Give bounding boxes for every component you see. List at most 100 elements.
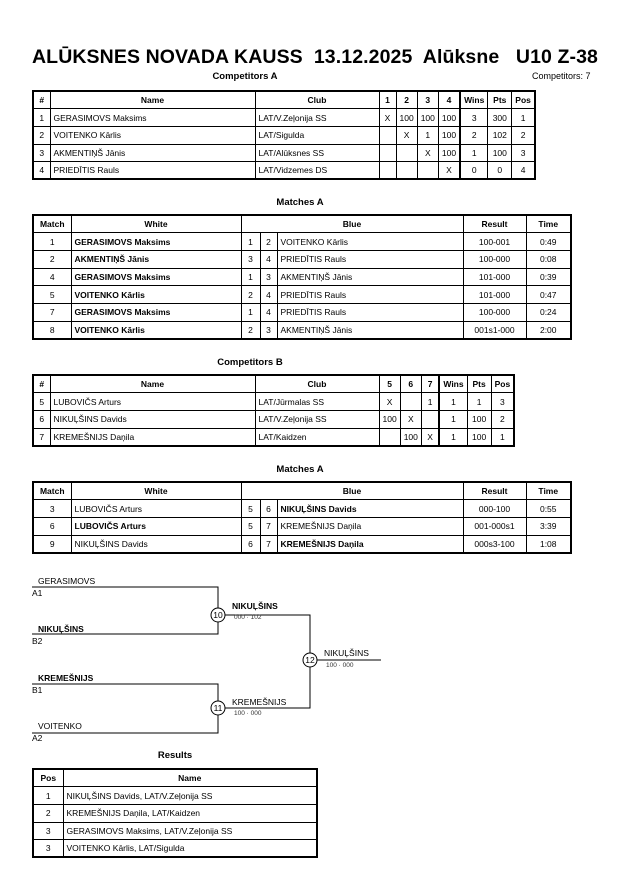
cell-wins: 1 (438, 427, 468, 447)
cell-result: 100 (437, 108, 461, 127)
col-name: Name (49, 90, 256, 110)
cell-result: 1 (416, 125, 439, 145)
match-12-score: 100 · 000 (326, 662, 354, 669)
cell-white: AKMENTIŅŠ Jānis (70, 249, 242, 269)
cell-result (416, 161, 439, 180)
cell-pos: 3 (32, 839, 64, 858)
cell-match: 5 (32, 285, 72, 304)
cell-blue: AKMENTIŅŠ Jānis (276, 267, 464, 287)
cell-white: LUBOVIČS Arturs (70, 516, 242, 536)
cell-num: 6 (32, 409, 51, 429)
matches-b-header-row: Match White Blue Result Time (32, 481, 572, 501)
cell-pts: 100 (466, 427, 492, 447)
cell-white: GERASIMOVS Maksims (70, 267, 242, 287)
event-date: 13.12.2025 (313, 46, 413, 68)
cell-club: LAT/Jūrmalas SS (254, 392, 380, 411)
cell-pts: 1 (466, 392, 492, 411)
cell-blue-num: 7 (259, 516, 278, 536)
cell-pts: 300 (487, 108, 513, 127)
table-row: 6 NIKUĻŠINS Davids LAT/V.Zeļonija SS 100… (32, 409, 515, 429)
cell-match: 3 (32, 499, 72, 518)
cell-club: LAT/Vidzemes DS (254, 161, 380, 180)
col-time: Time (525, 481, 572, 501)
cell-pos: 3 (511, 143, 536, 163)
cell-result: X (378, 392, 401, 411)
cell-result (378, 427, 401, 447)
cell-white-num: 2 (240, 285, 261, 304)
col-r1: 1 (378, 90, 397, 110)
cell-blue-num: 4 (259, 249, 278, 269)
table-row: 7 KREMEŠNIJS Daņila LAT/Kaidzen 100 X 1 … (32, 427, 515, 447)
cell-num: 5 (32, 392, 51, 411)
cell-blue: AKMENTIŅŠ Jānis (276, 320, 464, 340)
cell-pts: 0 (487, 161, 513, 180)
pool-a-header-row: # Name Club 1 2 3 4 Wins Pts Pos (32, 90, 536, 110)
cell-time: 0:47 (525, 285, 572, 304)
match-12-winner: NIKUĻŠINS (324, 648, 369, 658)
cell-pos: 1 (511, 108, 536, 127)
match-10-marker (210, 607, 226, 623)
bracket-a2-name: VOITENKO (38, 721, 82, 731)
cell-match: 9 (32, 534, 72, 554)
col-pts: Pts (466, 374, 492, 394)
col-r6: 6 (399, 374, 422, 394)
col-wins: Wins (438, 374, 468, 394)
cell-white: GERASIMOVS Maksims (70, 302, 242, 322)
cell-white-num: 2 (240, 320, 261, 340)
cell-name: NIKUĻŠINS Davids (49, 409, 256, 429)
cell-result: 100-001 (462, 232, 527, 251)
cell-result: X (437, 161, 461, 180)
pool-a-title: Competitors A (212, 71, 278, 82)
cell-club: LAT/V.Zeļonija SS (254, 108, 380, 127)
cell-time: 0:49 (525, 232, 572, 251)
col-blue: Blue (240, 481, 464, 501)
results-title: Results (157, 750, 193, 761)
cell-time: 0:24 (525, 302, 572, 322)
match-12-marker (302, 652, 318, 668)
col-wins: Wins (459, 90, 489, 110)
table-row: 3 LUBOVIČS Arturs 5 6 NIKUĻŠINS Davids 0… (32, 499, 572, 518)
page-title: ALŪKSNES NOVADA KAUSS 13.12.2025 Alūksne… (0, 46, 630, 69)
cell-match: 8 (32, 320, 72, 340)
cell-name: LUBOVIČS Arturs (49, 392, 256, 411)
match-10-score: 000 · 102 (234, 614, 262, 621)
pool-b-title: Competitors B (217, 357, 283, 368)
cell-club: LAT/Kaidzen (254, 427, 380, 447)
table-row: 7 GERASIMOVS Maksims 1 4 PRIEDĪTIS Rauls… (32, 302, 572, 322)
col-name: Name (62, 768, 318, 788)
cell-result: 100-000 (462, 302, 527, 322)
matches-b-title: Matches A (276, 464, 324, 475)
pool-b-header-row: # Name Club 5 6 7 Wins Pts Pos (32, 374, 515, 394)
cell-result: 001s1-000 (462, 320, 527, 340)
cell-num: 4 (32, 161, 51, 180)
cell-blue-num: 4 (259, 302, 278, 322)
cell-club: LAT/V.Zeļonija SS (254, 409, 380, 429)
cell-result: 101-000 (462, 285, 527, 304)
cell-result (395, 161, 418, 180)
cell-result: 001-000s1 (462, 516, 527, 536)
cell-pos: 4 (511, 161, 536, 180)
cell-result: X (416, 143, 439, 163)
cell-match: 4 (32, 267, 72, 287)
cell-result: 100 (437, 143, 461, 163)
cell-time: 2:00 (525, 320, 572, 340)
cell-result: 1 (420, 392, 440, 411)
cell-pos: 2 (490, 409, 515, 429)
table-row: 9 NIKUĻŠINS Davids 6 7 KREMEŠNIJS Daņila… (32, 534, 572, 554)
match-11-marker (210, 700, 226, 716)
table-row: 1 NIKUĻŠINS Davids, LAT/V.Zeļonija SS (32, 786, 318, 805)
cell-result: 100 (416, 108, 439, 127)
cell-num: 3 (32, 143, 51, 163)
cell-num: 2 (32, 125, 51, 145)
cell-match: 7 (32, 302, 72, 322)
cell-blue: PRIEDĪTIS Rauls (276, 302, 464, 322)
cell-white: VOITENKO Kārlis (70, 285, 242, 304)
col-club: Club (254, 90, 380, 110)
cell-result: 100 (378, 409, 401, 429)
cell-white-num: 6 (240, 534, 261, 554)
col-num: # (32, 374, 51, 394)
cell-result (378, 161, 397, 180)
bracket-b1-seed: B1 (32, 685, 43, 695)
cell-blue: VOITENKO Kārlis (276, 232, 464, 251)
cell-pos: 2 (511, 125, 536, 145)
